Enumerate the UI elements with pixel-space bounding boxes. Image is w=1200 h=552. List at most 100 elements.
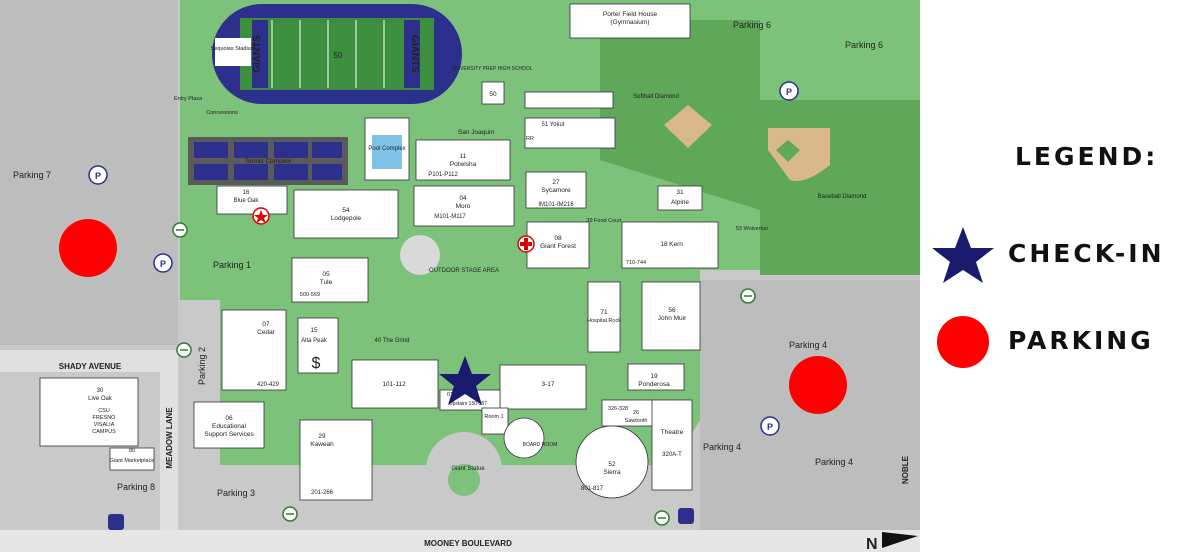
marketplace-label: Giant Marketplace <box>110 458 155 464</box>
room1-label: Room 1 <box>484 414 503 420</box>
parking-p-icon: P <box>760 416 780 436</box>
map-label: 16 <box>243 190 250 196</box>
liveoak-label: Live Oak <box>88 396 113 402</box>
parking-7-label: Parking 7 <box>13 170 51 180</box>
map-label: Baseball Diamond <box>818 194 867 200</box>
giantstatue-label: Giant Statue <box>451 466 485 472</box>
sycamore-label: Sycamore <box>541 187 571 194</box>
map-label: P <box>160 259 166 269</box>
potwisha-label: Potwisha <box>450 161 477 168</box>
alpine-label: Alpine <box>671 199 689 206</box>
altapeak-label: Alta Peak <box>301 338 328 344</box>
stage-label: OUTDOOR STAGE AREA <box>429 268 499 274</box>
map-label: P <box>786 87 792 97</box>
map-label: 52 <box>608 461 616 468</box>
map-label: CSU <box>98 408 110 414</box>
blue-oak-star-icon <box>252 207 270 225</box>
hospital-label: Hospital Rock <box>587 318 621 324</box>
stadium-name-west: GIANTS <box>252 35 263 73</box>
campus-map: GIANTS GIANTS 50 Sequoias Stadium Tennis… <box>0 0 920 552</box>
parking-8-label: Parking 8 <box>117 482 155 492</box>
b317-label: 3-17 <box>541 381 554 388</box>
stadium: GIANTS GIANTS 50 Sequoias Stadium <box>211 4 462 104</box>
map-label: 05 <box>322 271 330 278</box>
map-label: 710-744 <box>626 260 646 266</box>
map-label: Support Services <box>204 431 254 438</box>
map-label: Softball Diamond <box>633 94 679 100</box>
map-label: M101-M117 <box>434 214 466 220</box>
map-label: 320A-T <box>662 452 682 458</box>
legend-item-parking: PARKING <box>920 312 1200 372</box>
map-label: FRESNO <box>93 415 117 421</box>
legend-title: LEGEND: <box>1015 142 1159 171</box>
map-label: 56 <box>668 307 676 314</box>
cedar-label: Cedar <box>257 329 276 336</box>
foodcourt-label: 39 Food Court <box>586 218 622 224</box>
map-label: 19 <box>650 373 658 380</box>
map-label: 31 <box>676 189 684 196</box>
map-label: CAMPUS <box>92 429 116 435</box>
stadium-sub-label: Sequoias Stadium <box>211 46 256 52</box>
tule-label: Tule <box>320 279 333 286</box>
map-label: 80 <box>129 448 135 454</box>
lodgepole-label: Lodgepole <box>331 215 362 222</box>
bus-icon <box>678 508 694 524</box>
parking-p-icons: P P P P <box>88 81 799 436</box>
check-in-star-icon <box>439 356 491 405</box>
map-label: Pool Complex <box>368 146 405 152</box>
softball-diamond: Softball Diamond <box>633 94 712 148</box>
entry-label: Entry Plaza <box>174 96 203 102</box>
dollar-icon: $ <box>312 355 321 372</box>
map-label: 30 <box>97 388 104 394</box>
parking-p-icon: P <box>88 165 108 185</box>
legend-label-check-in: CHECK-IN <box>1008 239 1165 268</box>
legend-label-parking: PARKING <box>1008 326 1154 355</box>
map-label: 07 <box>262 321 270 328</box>
map-legend: LEGEND: CHECK-IN PARKING <box>920 0 1200 552</box>
map-label: 420-429 <box>257 382 280 388</box>
street-mooney: MOONEY BOULEVARD <box>424 539 512 548</box>
map-label: P101-P112 <box>428 172 458 178</box>
tennis-complex: Tennis Complex <box>188 137 348 185</box>
grind-label: 40 The Grind <box>375 338 410 344</box>
map-label: 15 <box>310 327 318 334</box>
uprep-label: UNIVERSITY PREP HIGH SCHOOL <box>451 66 532 72</box>
first-aid-icon <box>517 235 535 253</box>
parking-p-icon: P <box>153 253 173 273</box>
street-shady: SHADY AVENUE <box>59 362 122 371</box>
kern-label: Kern <box>669 241 683 248</box>
wolverton-label: 53 Wolverton <box>736 226 768 232</box>
parking-4-label-b: Parking 4 <box>703 442 741 452</box>
pool-complex: Pool Complex <box>364 117 410 181</box>
sierra-label: Sierra <box>603 469 621 476</box>
parking-4-label-c: Parking 4 <box>815 457 853 467</box>
map-label: 01 <box>447 392 453 398</box>
baseball-diamond: Baseball Diamond <box>768 128 866 200</box>
edsupport-label: Educational <box>212 423 247 430</box>
giantforest-label: Giant Forest <box>540 243 576 250</box>
parking-6-label-a: Parking 6 <box>733 20 771 30</box>
stadium-yard-label: 50 <box>334 51 343 60</box>
map-label: P <box>767 422 773 432</box>
map-label: 26 <box>633 410 639 416</box>
map-label: 71 <box>600 309 608 316</box>
map-label: 326-328 <box>608 406 628 412</box>
north-arrow: N <box>866 532 918 552</box>
sawtooth-label: Sawtooth <box>625 418 648 424</box>
parking-2-label: Parking 2 <box>197 347 207 385</box>
tennis-label: Tennis Complex <box>245 158 292 165</box>
parking-marker-west <box>59 219 117 277</box>
upstairs-label: Upstairs 150-157 <box>449 401 487 407</box>
legend-item-check-in: CHECK-IN <box>920 225 1200 285</box>
map-label: 06 <box>225 415 233 422</box>
map-label: 500-569 <box>300 292 320 298</box>
map-label: P <box>95 171 101 181</box>
porter-label: Porter Field House <box>603 11 658 18</box>
street-noble: NOBLE <box>901 455 910 484</box>
parking-3-label: Parking 3 <box>217 488 255 498</box>
moro-label: Moro <box>456 203 471 210</box>
ponderosa-label: Ponderosa <box>638 381 670 388</box>
map-label: 29 <box>318 433 326 440</box>
map-label: 08 <box>554 235 562 242</box>
sanjoaquin-label: San Joaquin <box>458 129 495 136</box>
